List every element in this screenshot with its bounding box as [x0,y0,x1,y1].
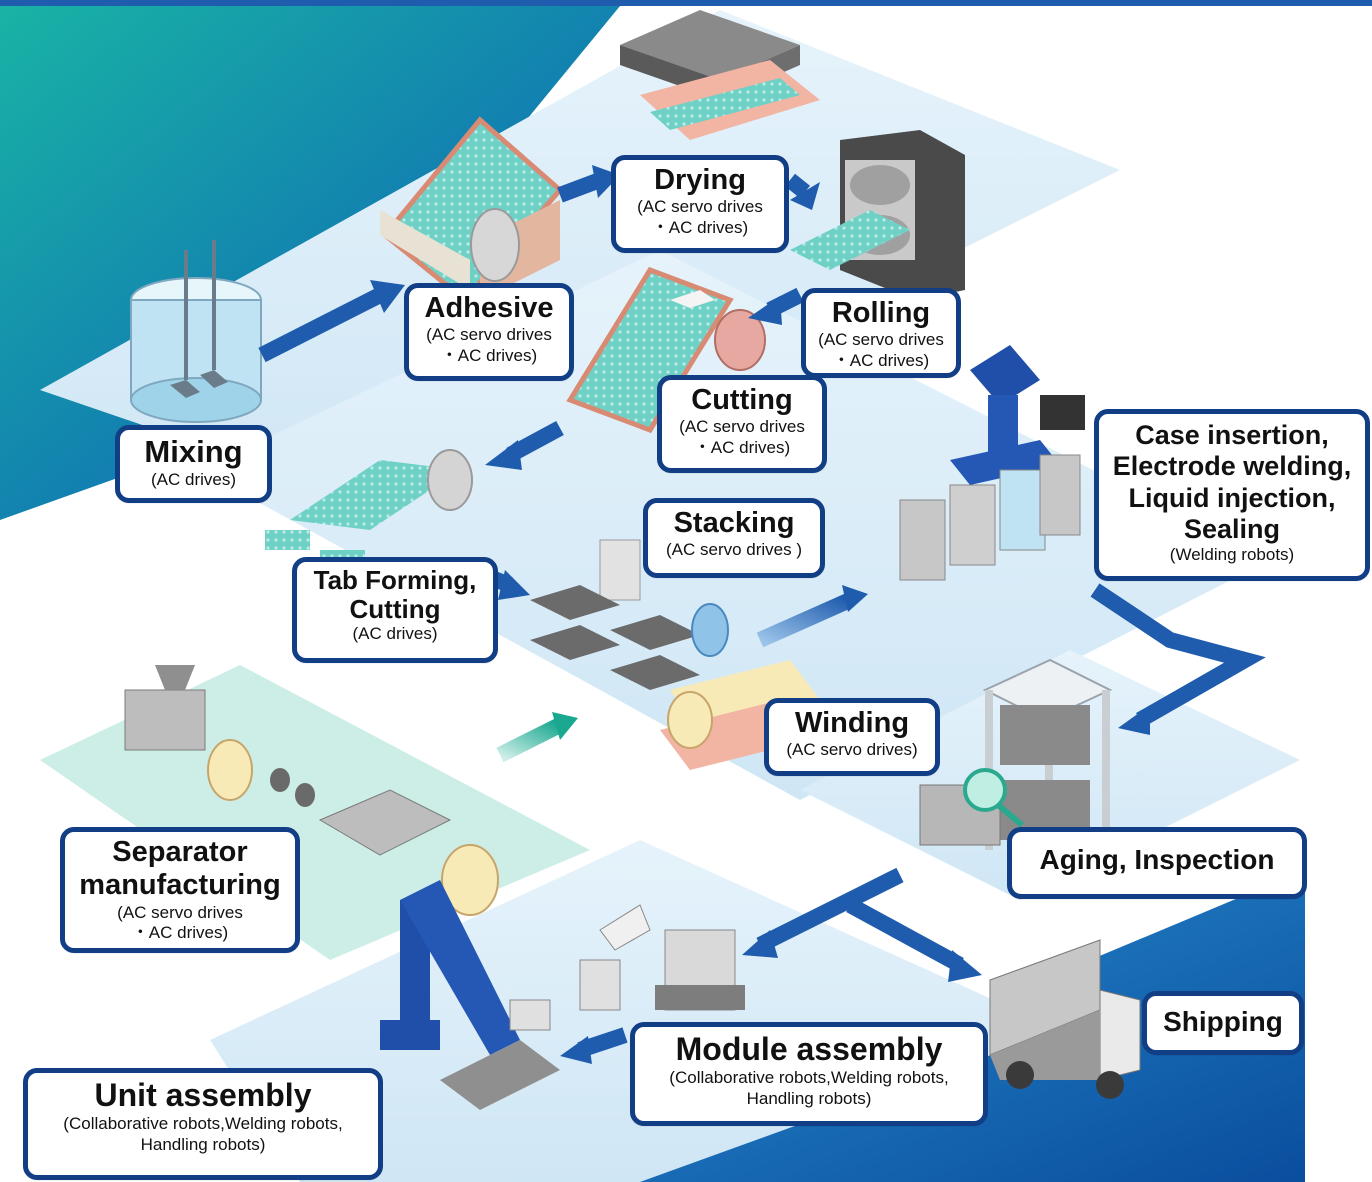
stacking-sub-1: (AC servo drives ) [665,540,803,560]
unit-assembly-robot [380,880,560,1110]
drying-title: Drying [654,164,746,196]
separator-title-2: manufacturing [79,869,281,902]
rolling-press [790,130,965,300]
mixing-title: Mixing [144,434,243,469]
unit-assembly-sub-1: (Collaborative robots,Welding robots, [63,1113,343,1133]
stacking-title: Stacking [673,507,795,539]
drying-sub-2: ・AC drives) [651,218,749,238]
process-arrows [258,165,1266,1064]
label-case-insertion: Case insertion, Electrode welding, Liqui… [1094,409,1370,581]
separator-sub-1: (AC servo drives [117,902,243,922]
tab-forming-title-1: Tab Forming, [313,565,477,595]
module-assembly-sub-1: (Collaborative robots,Welding robots, [669,1067,949,1087]
mixing-sub-1: (AC drives) [150,469,236,489]
winding-title: Winding [794,707,910,739]
label-shipping: Shipping [1142,991,1304,1055]
cutting-conveyor [566,266,766,434]
shipping-truck [989,939,1141,1099]
label-aging: Aging, Inspection [1007,827,1307,899]
case-insertion-title-1: Case insertion, [1135,420,1329,450]
winding-sub-1: (AC servo drives) [786,740,918,760]
label-cutting: Cutting (AC servo drives ・AC drives) [657,375,827,473]
label-module-assembly: Module assembly (Collaborative robots,We… [630,1022,988,1126]
separator-sub-2: ・AC drives) [131,923,229,943]
adhesive-sub-2: ・AC drives) [440,346,538,366]
case-insertion-title-4: Sealing [1183,513,1281,544]
case-insertion-title-2: Electrode welding, [1112,451,1352,482]
top-rule [0,0,1372,6]
mixing-tank [130,240,262,423]
module-assembly-sub-2: Handling robots) [746,1088,872,1108]
unit-assembly-title: Unit assembly [94,1077,312,1113]
drying-sub-1: (AC servo drives [637,197,763,217]
module-assembly-title: Module assembly [675,1031,943,1067]
aging-title: Aging, Inspection [1039,844,1275,875]
case-insertion-sub-1: (Welding robots) [1169,545,1295,565]
welding-robot-cell [899,345,1085,581]
label-rolling: Rolling (AC servo drives ・AC drives) [801,288,961,378]
tab-forming-sub-1: (AC drives) [352,624,438,644]
separator-machine [124,665,499,916]
rolling-title: Rolling [831,297,931,329]
label-adhesive: Adhesive (AC servo drives ・AC drives) [404,283,574,381]
label-separator: Separator manufacturing (AC servo drives… [60,827,300,953]
floor-electrode [40,10,1120,520]
separator-title-1: Separator [112,836,248,868]
label-drying: Drying (AC servo drives ・AC drives) [611,155,789,253]
adhesive-coater [380,116,564,304]
shipping-title: Shipping [1163,1006,1283,1037]
cutting-sub-1: (AC servo drives [679,417,805,437]
label-tab-forming: Tab Forming, Cutting (AC drives) [292,557,498,663]
unit-assembly-sub-2: Handling robots) [140,1134,266,1154]
case-insertion-title-3: Liquid injection, [1128,482,1336,513]
label-winding: Winding (AC servo drives) [764,698,940,776]
label-stacking: Stacking (AC servo drives ) [643,498,825,578]
rolling-sub-2: ・AC drives) [832,351,930,371]
rolling-sub-1: (AC servo drives [818,330,944,350]
module-assembly-cell [579,904,745,1011]
label-mixing: Mixing (AC drives) [115,425,272,503]
adhesive-sub-1: (AC servo drives [426,325,552,345]
cutting-sub-2: ・AC drives) [693,438,791,458]
drying-oven [620,10,820,140]
label-unit-assembly: Unit assembly (Collaborative robots,Weld… [23,1068,383,1180]
tab-forming-title-2: Cutting [349,594,441,625]
cutting-title: Cutting [691,384,793,416]
adhesive-title: Adhesive [424,292,554,324]
